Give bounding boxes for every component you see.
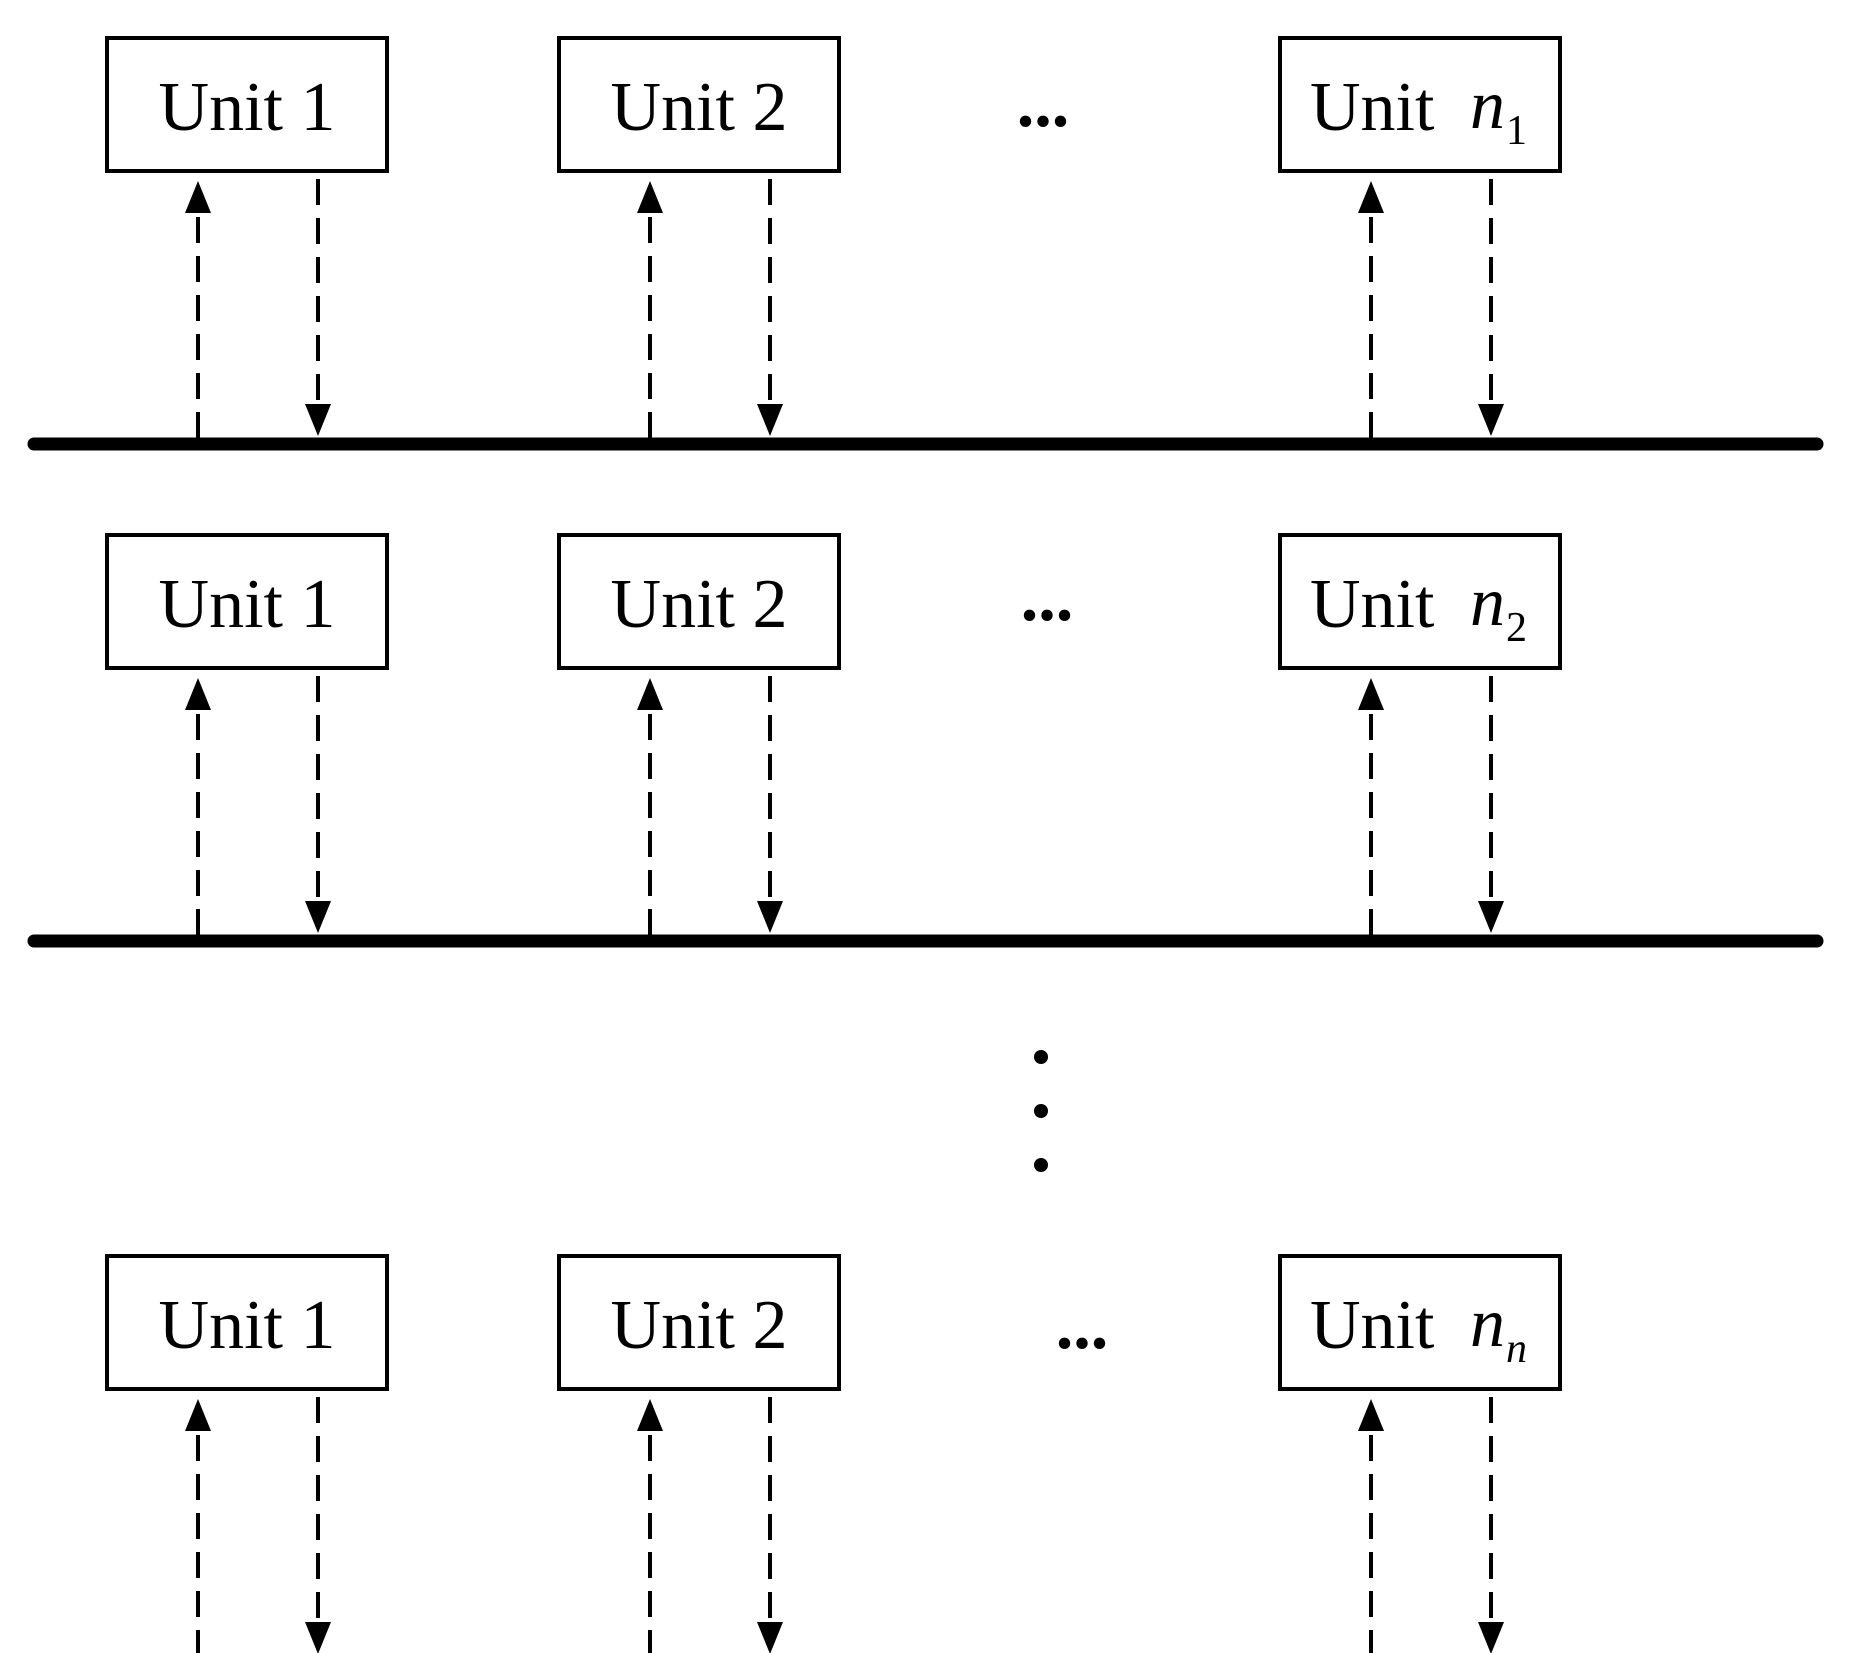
unit-label: Unit 1 [159, 566, 336, 643]
arrow-head-up-icon [637, 1399, 663, 1431]
unit-label: Unit 2 [611, 1287, 788, 1364]
arrow-head-up-icon [185, 181, 211, 213]
unit-ellipsis: ... [1017, 65, 1070, 142]
unit-box [1278, 36, 1562, 173]
unit-ellipsis: ... [1056, 1287, 1109, 1364]
unit-variable-subscript: 1 [1506, 108, 1527, 154]
arrow-head-down-icon [305, 404, 331, 436]
unit-variable-subscript: n [1506, 1326, 1527, 1372]
arrow-head-up-icon [1358, 1399, 1384, 1431]
unit-node: Unit 1 [105, 36, 389, 438]
arrow-head-down-icon [1478, 404, 1504, 436]
unit-variable: n [1470, 564, 1505, 641]
unit-node: Unit 2 [557, 36, 841, 438]
arrow-head-down-icon [1478, 1622, 1504, 1653]
arrow-head-up-icon [1358, 181, 1384, 213]
unit-node: Unit 1 [105, 533, 389, 935]
arrow-head-down-icon [757, 1622, 783, 1653]
unit-box [105, 1254, 389, 1391]
unit-label: Unit 2 [611, 566, 788, 643]
unit-node: Unit 2 [557, 533, 841, 935]
unit-label: Unit [1310, 1287, 1435, 1364]
unit-label: Unit [1310, 69, 1435, 146]
unit-box [557, 1254, 841, 1391]
unit-node: Unit 2 [557, 1254, 841, 1653]
unit-node: Unit 1 [105, 1254, 389, 1653]
unit-box [557, 36, 841, 173]
vertical-ellipsis-dot [1034, 1158, 1048, 1172]
unit-label: Unit 2 [611, 69, 788, 146]
unit-box [105, 36, 389, 173]
unit-box [1278, 1254, 1562, 1391]
arrow-head-up-icon [637, 678, 663, 710]
arrow-head-down-icon [757, 901, 783, 933]
arrow-head-up-icon [637, 181, 663, 213]
arrow-head-down-icon [1478, 901, 1504, 933]
arrow-head-down-icon [305, 1622, 331, 1653]
vertical-ellipsis-dot [1034, 1050, 1048, 1064]
arrow-head-down-icon [757, 404, 783, 436]
arrow-head-up-icon [185, 1399, 211, 1431]
arrow-head-down-icon [305, 901, 331, 933]
arrow-head-up-icon [185, 678, 211, 710]
unit-box [557, 533, 841, 670]
arrow-head-up-icon [1358, 678, 1384, 710]
vertical-ellipsis [1034, 1050, 1048, 1172]
unit-variable: n [1470, 67, 1505, 144]
unit-box [1278, 533, 1562, 670]
unit-variable: n [1470, 1285, 1505, 1362]
unit-variable-subscript: 2 [1506, 605, 1527, 651]
unit-label: Unit [1310, 566, 1435, 643]
vertical-ellipsis-dot [1034, 1104, 1048, 1118]
unit-box [105, 533, 389, 670]
unit-label: Unit 1 [159, 1287, 336, 1364]
unit-label: Unit 1 [159, 69, 336, 146]
unit-ellipsis: ... [1021, 559, 1074, 636]
